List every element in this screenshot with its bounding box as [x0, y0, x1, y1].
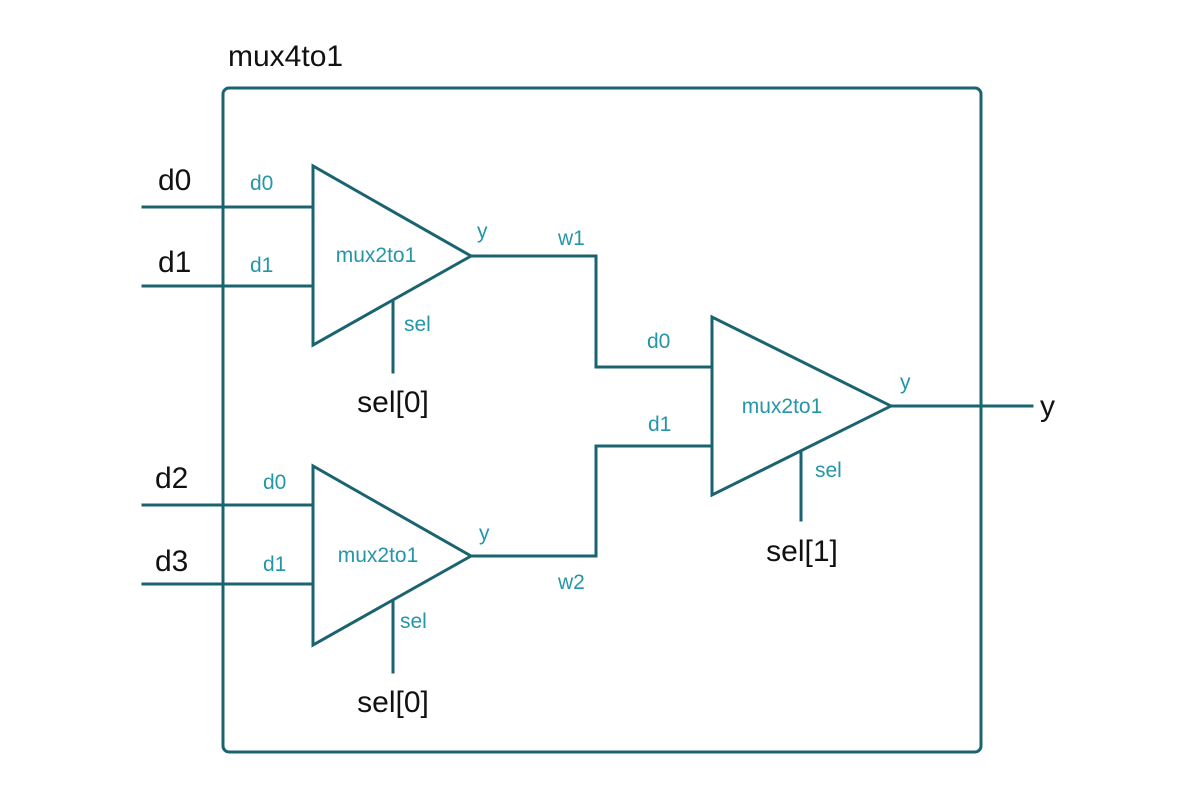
mux2to1-bottom-port-sel: sel: [400, 610, 427, 633]
mux2to1-top-port-d0: d0: [250, 172, 273, 195]
input-label-d2: d2: [155, 462, 188, 495]
mux2to1-bottom-port-y: y: [479, 522, 490, 545]
mux2to1-bottom-port-d0: d0: [263, 471, 286, 494]
mux2to1-top-gate: [311, 163, 475, 348]
mux2to1-bottom-gate: [311, 463, 475, 648]
module-title: mux4to1: [228, 40, 343, 73]
mux2to1-bottom-name: mux2to1: [338, 544, 419, 567]
mux2to1-right-port-y: y: [900, 371, 911, 394]
wire-w1: [469, 254, 714, 369]
mux2to1-bottom-sel-signal: sel[0]: [357, 686, 429, 719]
wire-label-w1: w1: [557, 227, 585, 250]
module-boundary: [221, 86, 983, 754]
mux2to1-right-name: mux2to1: [742, 395, 823, 418]
mux2to1-top-sel-signal: sel[0]: [357, 386, 429, 419]
output-label-y: y: [1040, 390, 1055, 423]
input-label-d0: d0: [158, 164, 191, 197]
wire-label-w2: w2: [557, 571, 585, 594]
mux2to1-bottom-port-d1: d1: [263, 553, 286, 576]
mux2to1-right-port-d0: d0: [647, 330, 670, 353]
input-label-d3: d3: [155, 545, 188, 578]
mux2to1-top-name: mux2to1: [336, 244, 417, 267]
mux2to1-top-port-d1: d1: [250, 254, 273, 277]
mux2to1-top-port-sel: sel: [404, 313, 431, 336]
input-label-d1: d1: [158, 246, 191, 279]
mux2to1-right-gate: [710, 314, 895, 498]
wire-w2: [469, 444, 714, 558]
mux2to1-right-sel-signal: sel[1]: [766, 535, 838, 568]
mux2to1-top-port-y: y: [477, 220, 488, 243]
mux2to1-right-port-d1: d1: [648, 413, 671, 436]
mux2to1-right-port-sel: sel: [815, 459, 842, 482]
